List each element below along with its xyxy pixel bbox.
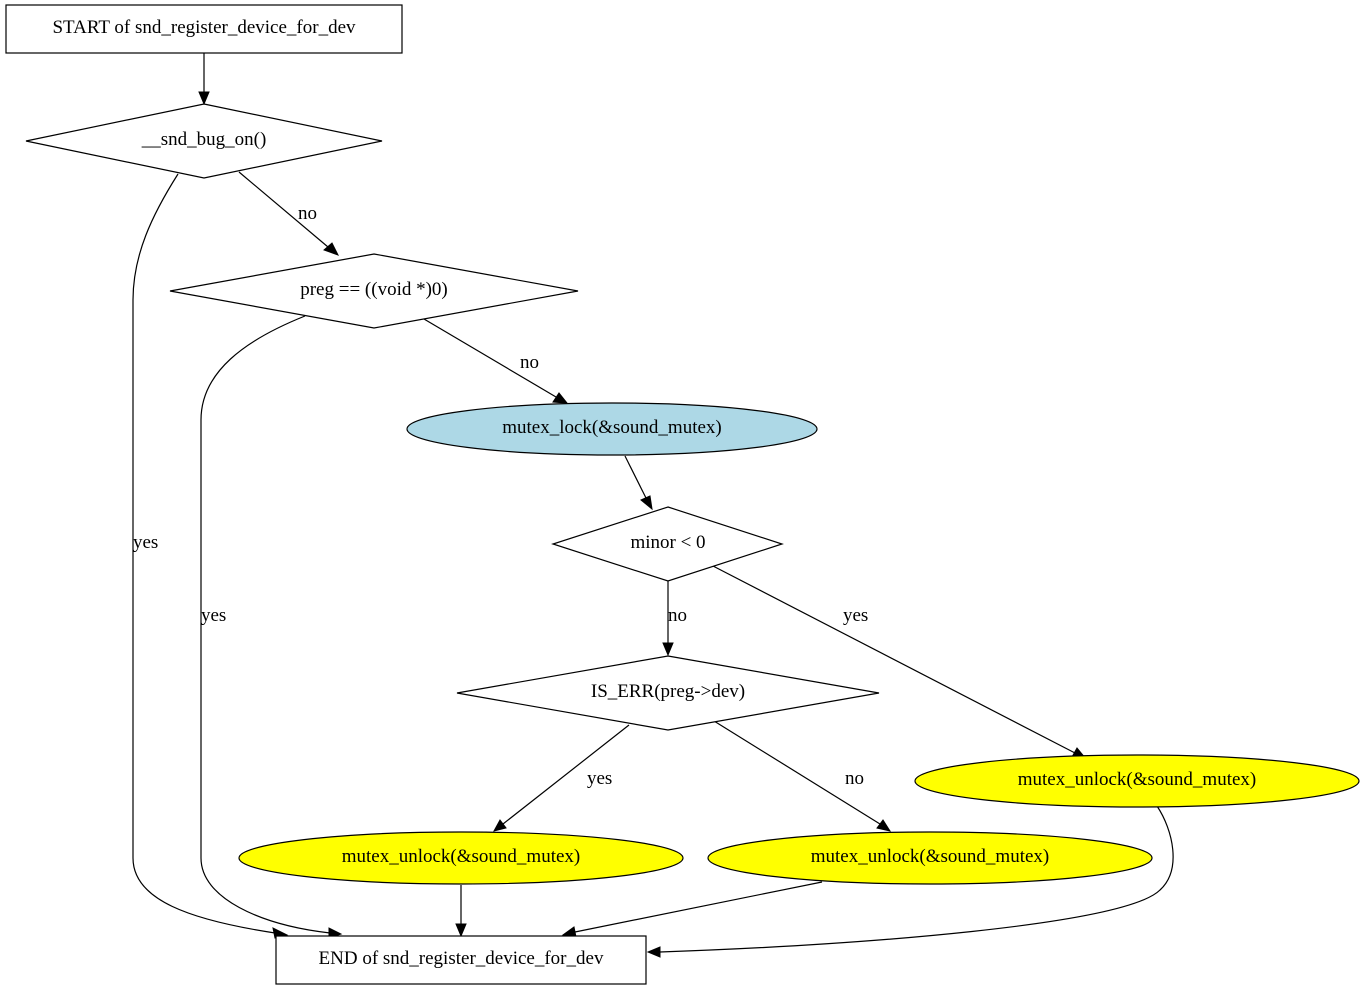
unlock-right-label: mutex_unlock(&sound_mutex) <box>1018 769 1257 790</box>
mutex-lock-node: mutex_lock(&sound_mutex) <box>406 402 818 456</box>
is-err-decision: IS_ERR(preg->dev) <box>456 655 880 731</box>
start-node: START of snd_register_device_for_dev <box>5 4 403 54</box>
end-node: END of snd_register_device_for_dev <box>275 935 647 985</box>
minor-lt0-decision-label: minor < 0 <box>630 532 705 553</box>
unlock-left-shape <box>238 831 684 885</box>
edge-start-to-bug-on <box>198 53 210 106</box>
minor-lt0-decision: minor < 0 <box>551 506 784 582</box>
edge-lock-to-minor <box>624 455 653 511</box>
edge-minor-no: no <box>662 581 687 657</box>
unlock-mid-shape <box>707 831 1153 885</box>
nodes: START of snd_register_device_for_dev __s… <box>5 4 1360 985</box>
is-err-decision-label: IS_ERR(preg->dev) <box>591 681 745 702</box>
edge-label-bug-on-no: no <box>298 203 317 224</box>
unlock-mid-node: mutex_unlock(&sound_mutex) <box>707 831 1153 885</box>
edge-minor-yes: yes <box>712 565 1088 760</box>
end-node-label: END of snd_register_device_for_dev <box>319 948 604 969</box>
edges: yes no yes no no <box>132 53 1174 958</box>
edge-label-minor-yes: yes <box>843 605 868 626</box>
edge-bug-on-no: no <box>238 171 340 256</box>
unlock-mid-label: mutex_unlock(&sound_mutex) <box>811 846 1050 867</box>
edge-label-err-yes: yes <box>587 768 612 789</box>
preg-null-decision: preg == ((void *)0) <box>169 253 579 329</box>
edge-label-preg-yes: yes <box>201 605 226 626</box>
edge-label-err-no: no <box>845 768 864 789</box>
unlock-left-node: mutex_unlock(&sound_mutex) <box>238 831 684 885</box>
edge-label-bug-on-yes: yes <box>133 532 158 553</box>
unlock-left-label: mutex_unlock(&sound_mutex) <box>342 846 581 867</box>
unlock-right-node: mutex_unlock(&sound_mutex) <box>914 754 1360 808</box>
edge-unlock-mid-to-end <box>561 881 823 938</box>
bug-on-decision: __snd_bug_on() <box>25 103 383 179</box>
mutex-lock-label: mutex_lock(&sound_mutex) <box>502 417 722 438</box>
edge-label-minor-no: no <box>668 605 687 626</box>
edge-unlock-left-to-end <box>455 885 467 938</box>
start-node-label: START of snd_register_device_for_dev <box>52 17 356 38</box>
edge-err-no: no <box>713 720 892 832</box>
edge-label-preg-no: no <box>520 352 539 373</box>
edge-err-yes: yes <box>493 724 630 832</box>
bug-on-decision-label: __snd_bug_on() <box>141 129 267 150</box>
mutex-lock-shape <box>406 402 818 456</box>
preg-null-decision-label: preg == ((void *)0) <box>300 279 448 300</box>
edge-preg-no: no <box>423 318 569 404</box>
edge-unlock-right-to-end <box>646 805 1174 958</box>
unlock-right-shape <box>914 754 1360 808</box>
